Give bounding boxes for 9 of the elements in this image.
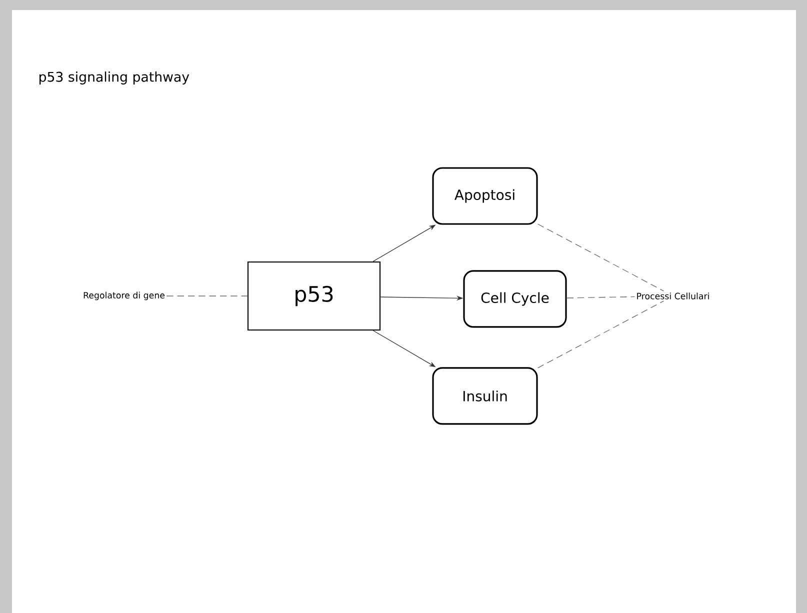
process-box: p53: [247, 261, 381, 331]
rounded-box: Apoptosi: [432, 167, 538, 225]
rounded-box: Cell Cycle: [463, 270, 567, 328]
node-label: Regolatore di gene: [82, 290, 166, 302]
dashed-line: [566, 296, 636, 298]
dashed-line: [537, 224, 664, 292]
dashed-line: [537, 300, 664, 368]
title: p53 signaling pathway: [39, 72, 190, 84]
rounded-box: Insulin: [432, 367, 538, 425]
